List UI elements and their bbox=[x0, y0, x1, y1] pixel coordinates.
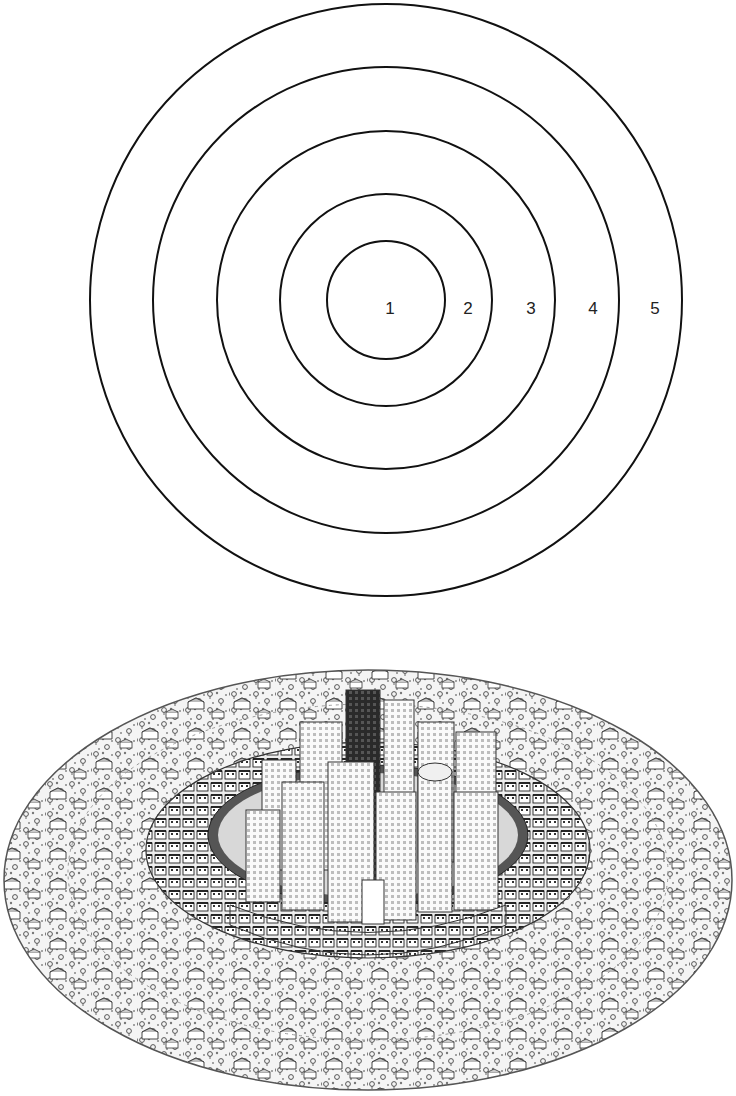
zone-number: 2 bbox=[463, 300, 472, 317]
zone-number: 4 bbox=[588, 300, 597, 317]
zone-ring: 21 bbox=[279, 193, 493, 407]
zone-number: 3 bbox=[526, 300, 535, 317]
zone-number: 5 bbox=[650, 300, 659, 317]
zone-ring: 1 bbox=[326, 240, 446, 360]
zone-ring: 4321 bbox=[152, 66, 620, 534]
zone-number: 1 bbox=[385, 300, 394, 317]
zone-outline bbox=[153, 67, 619, 533]
zone-ring: 54321 bbox=[89, 3, 683, 597]
zone-outline bbox=[217, 131, 555, 469]
zone-outline bbox=[280, 194, 492, 406]
zone-outline bbox=[90, 4, 682, 596]
zone-outline bbox=[327, 241, 445, 359]
zone-ring: 321 bbox=[216, 130, 556, 470]
